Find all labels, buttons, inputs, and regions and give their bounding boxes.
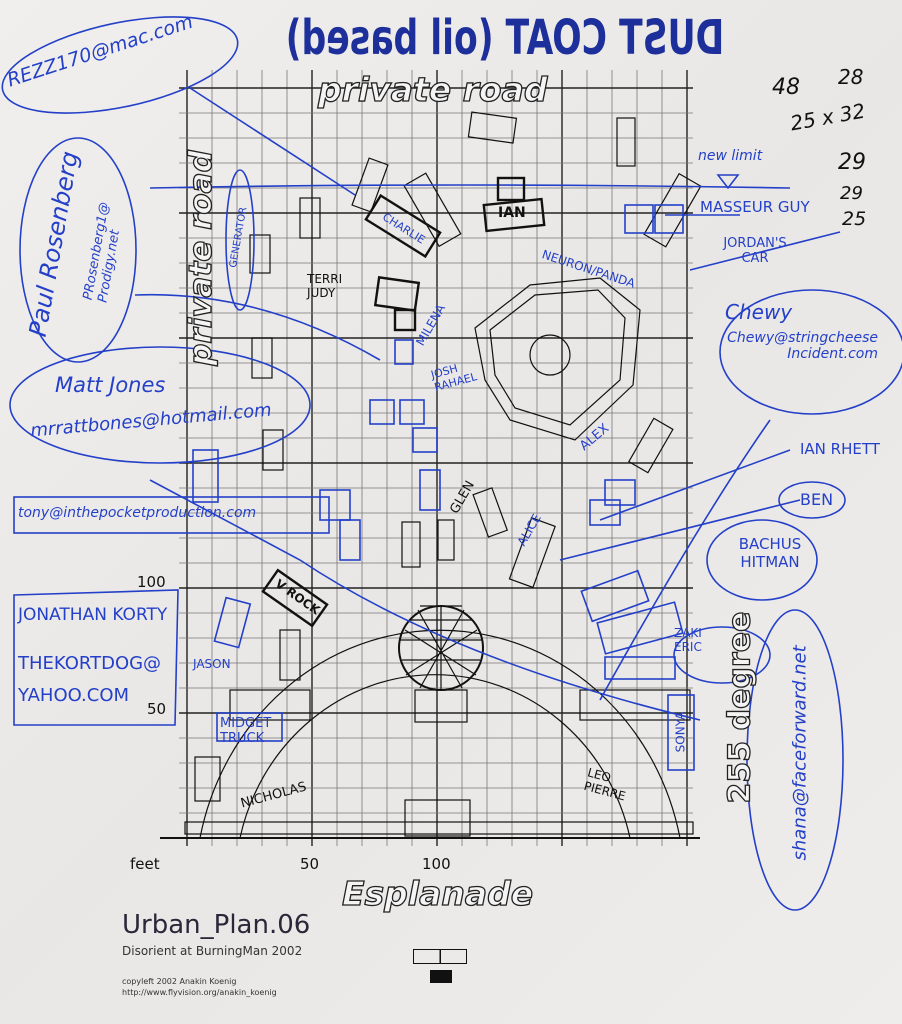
camp-bachus-hitman: BACHUS HITMAN xyxy=(738,535,802,571)
ink-markings xyxy=(1,16,902,911)
author-url: http://www.flyvision.org/anakin_koenig xyxy=(122,988,277,997)
bottom-road-label: Esplanade xyxy=(341,873,534,913)
top-road-label: private road xyxy=(317,69,548,109)
contact-jonathan-email: THEKORTDOG@ YAHOO.COM xyxy=(18,653,162,706)
new-limit-triangle-icon xyxy=(716,174,740,190)
left-road-label: private road xyxy=(182,150,219,367)
new-limit-line xyxy=(149,184,791,189)
dimension-29a: 29 xyxy=(838,150,866,175)
dimension-28: 28 xyxy=(838,65,864,89)
plan-title: Urban_Plan.06 xyxy=(122,910,311,940)
y-tick-50: 50 xyxy=(147,700,167,718)
esplanade-structure xyxy=(404,799,471,837)
contact-chewy-email: Chewy@stringcheese Incident.com xyxy=(727,330,878,362)
dimension-48: 48 xyxy=(772,75,800,100)
plan-subtitle: Disorient at BurningMan 2002 xyxy=(122,944,303,958)
legend-outline-boxes xyxy=(413,949,467,964)
x-tick-100: 100 xyxy=(422,855,451,873)
camp-jason: JASON xyxy=(193,657,231,671)
dimension-25: 25 xyxy=(842,208,867,230)
camp-masseur-guy: MASSEUR GUY xyxy=(700,198,810,216)
camp-ian: IAN xyxy=(498,205,526,221)
contact-jonathan-name: JONATHAN KORTY xyxy=(18,605,168,625)
legend-filled-box xyxy=(430,970,452,983)
camp-ian-rhett: IAN RHETT xyxy=(800,440,880,458)
orientation-label: 255 degree xyxy=(722,611,758,804)
camp-zaki-eric: ZAKI ERIC xyxy=(674,626,702,654)
copyright-text: copyleft 2002 Anakin Koenig xyxy=(122,977,237,986)
camp-sonya: SONYA xyxy=(673,711,688,753)
center-camp-octagon xyxy=(474,277,641,441)
new-limit-label: new limit xyxy=(698,148,763,164)
axis-unit-label: feet xyxy=(130,855,160,873)
lower-ring-outer-arc xyxy=(199,629,681,839)
y-tick-100: 100 xyxy=(137,573,166,591)
contact-matt-name: Matt Jones xyxy=(55,373,166,397)
lower-ring-inner-arc xyxy=(239,674,631,839)
camp-terri-judy: TERRI JUDY xyxy=(307,272,343,300)
camp-midget-truck: MIDGET TRUCK xyxy=(220,716,272,746)
x-tick-50: 50 xyxy=(300,855,320,873)
camp-jordans-car: JORDAN'S CAR xyxy=(723,236,787,266)
contact-tony-email: tony@inthepocketproduction.com xyxy=(18,505,257,521)
printed-structures xyxy=(184,111,702,839)
contact-shana-email: shana@faceforward.net xyxy=(789,645,811,861)
dimension-29b: 29 xyxy=(840,183,863,204)
camp-ben: BEN xyxy=(800,490,834,509)
black-ink-boxes xyxy=(261,176,546,628)
contact-chewy-name: Chewy xyxy=(725,300,793,324)
mirrored-header-text: DUST COAT (oil based) xyxy=(285,10,725,66)
geodesic-dome xyxy=(398,605,484,723)
